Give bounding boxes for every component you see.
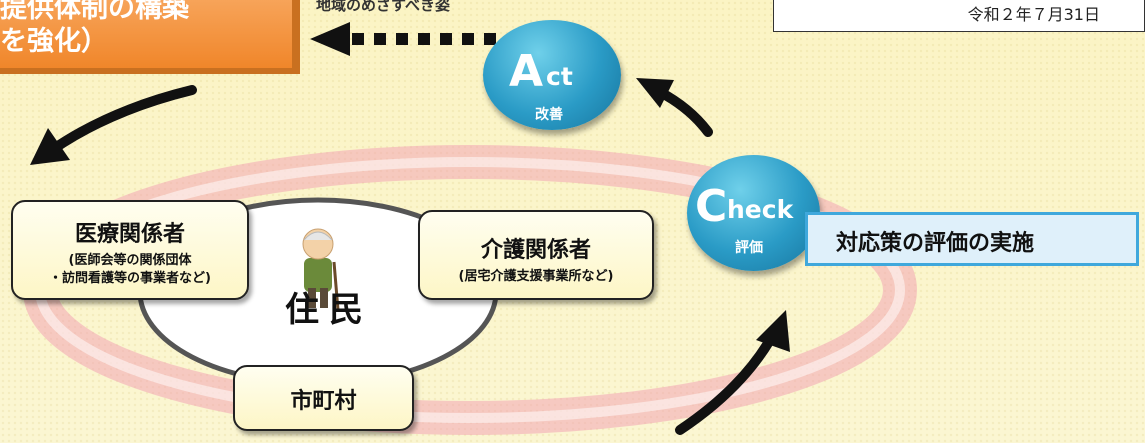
- medical-sub-1: (医師会等の関係団体: [68, 253, 192, 268]
- evaluation-text: 対応策の評価の実施: [836, 231, 1035, 256]
- care-stakeholders-card: 介護関係者 (居宅介護支援事業所など): [418, 210, 654, 300]
- check-word: heck: [727, 195, 794, 224]
- banner-line-1: 提供体制の構築: [0, 0, 189, 24]
- medical-stakeholders-card: 医療関係者 (医師会等の関係団体 ・訪問看護等の事業者など): [11, 200, 249, 300]
- act-word: ct: [546, 62, 573, 91]
- cycle-arrow-bottom: [675, 310, 790, 435]
- medical-sub-2: ・訪問看護等の事業者など): [49, 271, 211, 286]
- dashed-arrow-to-goal: [310, 22, 496, 56]
- date-box: 令和２年７月31日: [773, 0, 1145, 32]
- residents-label: 住民: [285, 290, 373, 330]
- cycle-arrow-up: [636, 78, 713, 137]
- care-title: 介護関係者: [480, 238, 591, 263]
- act-japanese: 改善: [535, 107, 563, 123]
- check-japanese: 評価: [735, 240, 763, 256]
- evaluation-box: 対応策の評価の実施: [805, 212, 1139, 266]
- cycle-arrow-left: [30, 85, 197, 165]
- goal-banner: 提供体制の構築 を強化）: [0, 0, 292, 68]
- goal-label: 地域のめざすべき姿: [316, 0, 450, 14]
- date-text: 令和２年７月31日: [967, 5, 1100, 24]
- act-letter: A: [509, 46, 544, 97]
- banner-line-2: を強化）: [0, 26, 108, 57]
- check-circle: C heck 評価: [687, 155, 820, 271]
- municipality-title: 市町村: [290, 389, 357, 414]
- care-sub: (居宅介護支援事業所など): [458, 269, 614, 284]
- municipality-card: 市町村: [233, 365, 414, 431]
- act-circle: A ct 改善: [483, 20, 621, 130]
- check-letter: C: [695, 181, 728, 232]
- elderly-resident-icon: [302, 228, 340, 311]
- medical-title: 医療関係者: [74, 222, 185, 247]
